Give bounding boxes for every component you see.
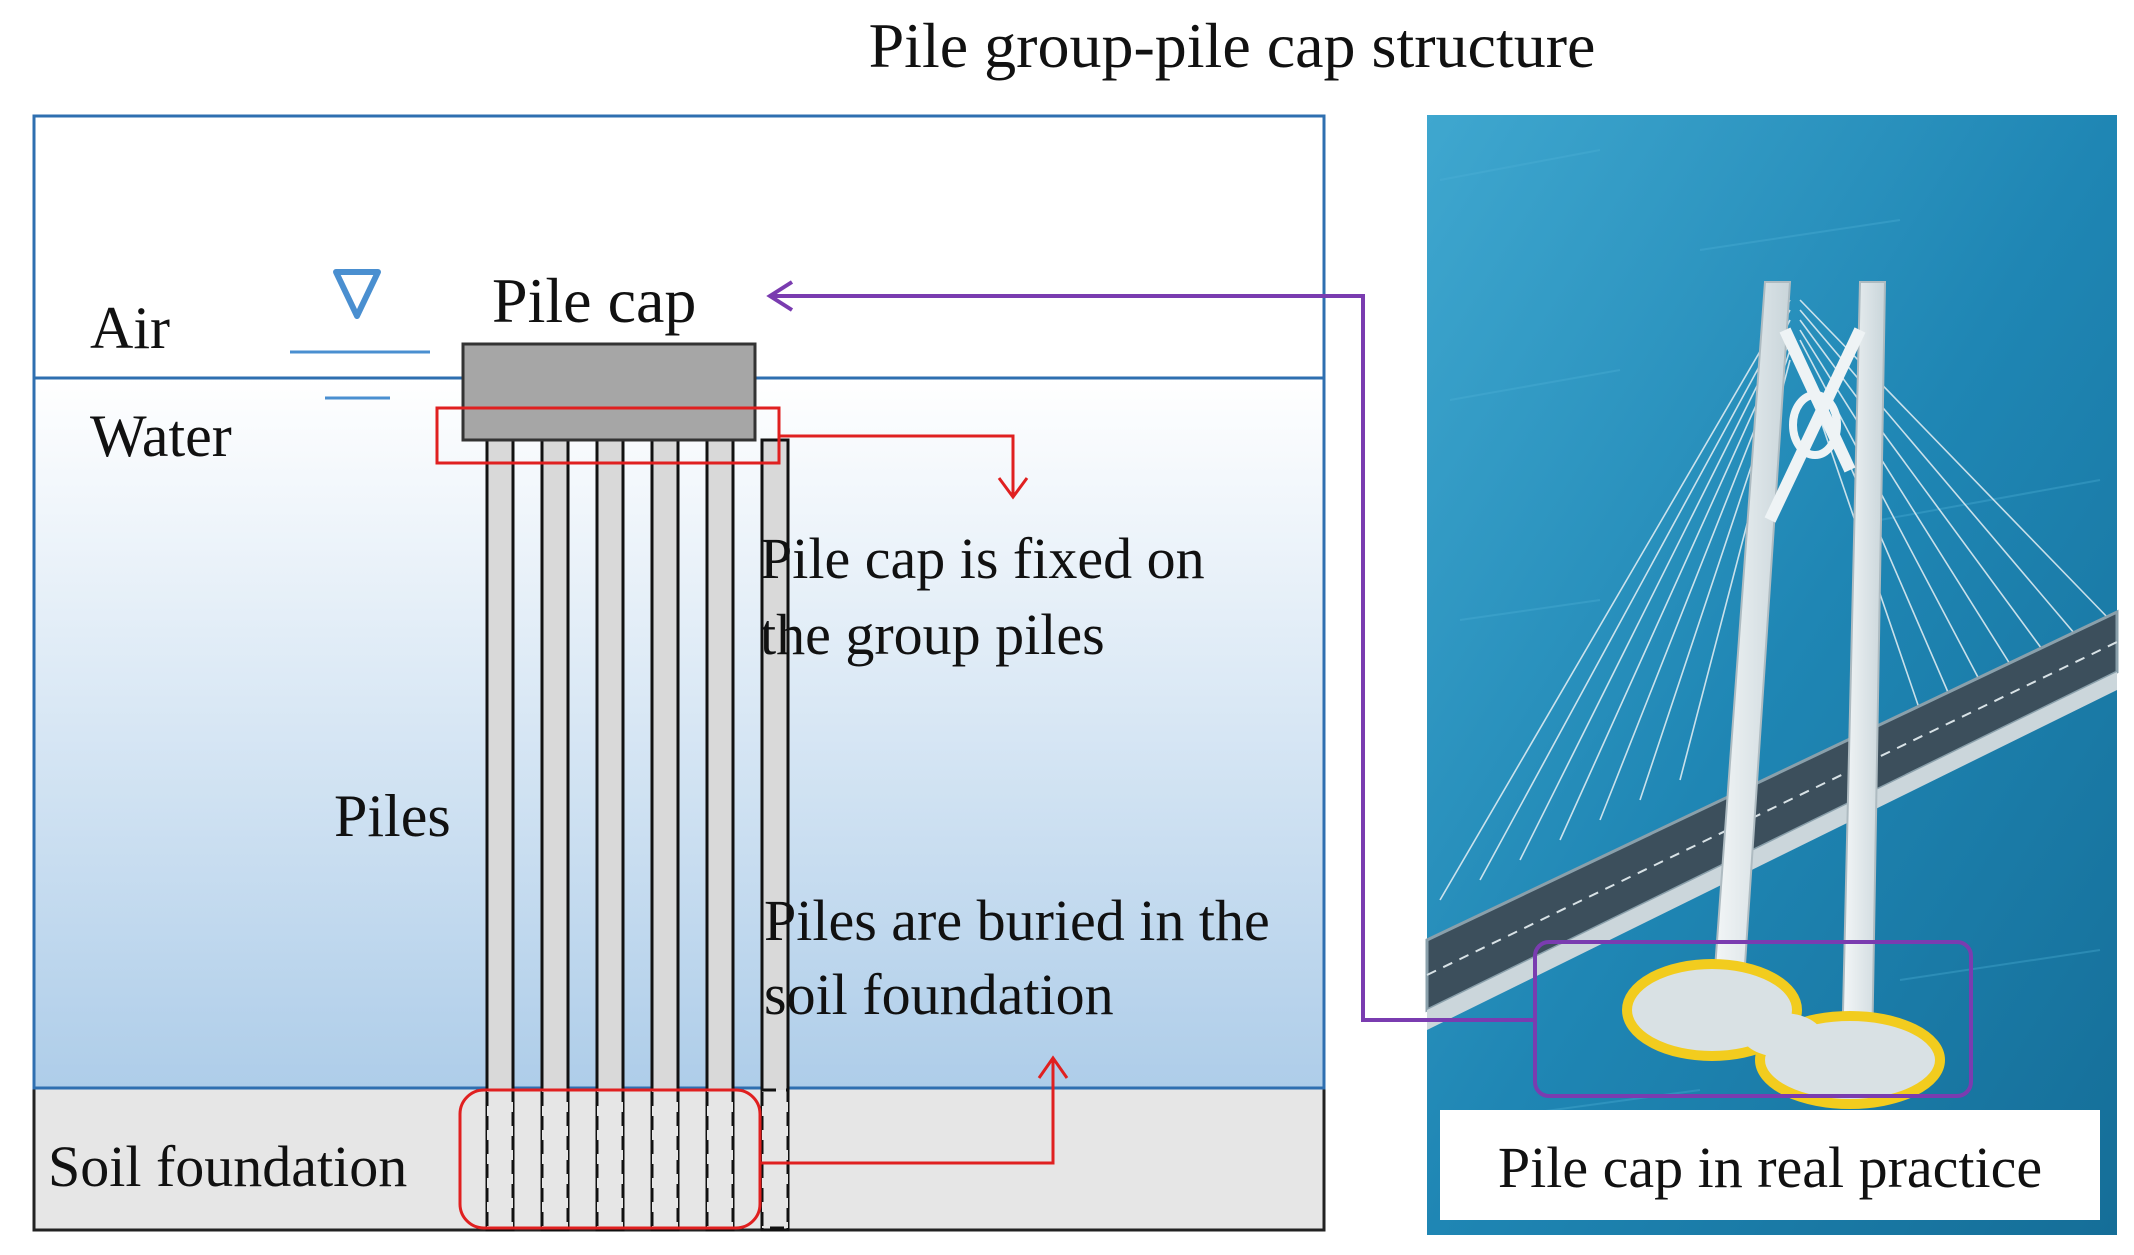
note-buried-line2: soil foundation	[764, 962, 1114, 1027]
water-level-icon	[290, 269, 430, 400]
deck-median	[1426, 641, 2118, 976]
label-water: Water	[90, 403, 232, 469]
pile-cap-foundation	[1622, 959, 1945, 1109]
label-piles: Piles	[334, 783, 451, 849]
note-fixed-line1: Pile cap is fixed on	[760, 526, 1205, 591]
schematic-panel: Air Water Pile cap Piles Soil foundation…	[32, 114, 1326, 1232]
label-soil-foundation: Soil foundation	[48, 1134, 407, 1199]
soil-embedment-highlight	[458, 1088, 762, 1230]
air-region	[34, 116, 1324, 378]
red-arrow-buried	[760, 1055, 1069, 1165]
purple-connector-arrow	[766, 280, 1535, 1022]
label-pile-cap: Pile cap	[492, 265, 696, 336]
photo-caption-box	[1440, 1110, 2100, 1220]
red-arrow-fixed	[779, 434, 1029, 500]
pylon	[1710, 281, 1887, 1056]
bridge-photo: Pile cap in real practice	[1425, 115, 2119, 1235]
figure-title: Pile group-pile cap structure	[869, 10, 1596, 81]
note-buried-line1: Piles are buried in the	[764, 888, 1270, 953]
pile-cap-block	[461, 342, 757, 442]
photo-caption: Pile cap in real practice	[1498, 1135, 2042, 1200]
note-fixed-line2: the group piles	[760, 602, 1105, 667]
buried-piles	[485, 1088, 790, 1230]
label-air: Air	[90, 295, 170, 361]
